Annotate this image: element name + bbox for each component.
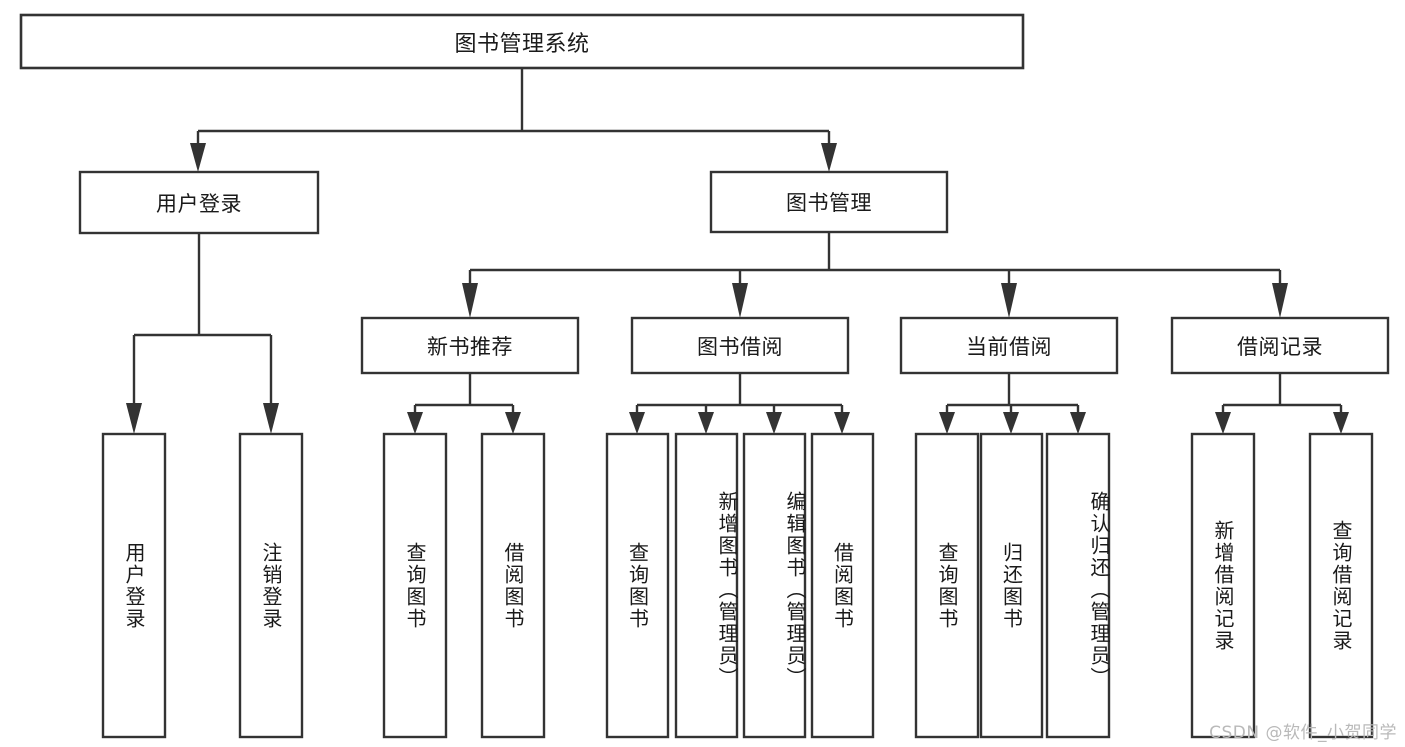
- arrow-head-to-borrow-record: [1272, 283, 1288, 318]
- arrow-head-current-borrow-leaf-3: [1070, 412, 1086, 434]
- arrow-head-book-borrow-leaf-2: [698, 412, 714, 434]
- node-box-leaf-new-book-1[interactable]: [480, 432, 546, 739]
- arrow-head-to-user-login: [190, 143, 206, 172]
- node-box-leaf-book-borrow-3[interactable]: [810, 432, 875, 739]
- node-box-leaf-user-login-0[interactable]: [101, 432, 167, 739]
- node-box-root[interactable]: [19, 13, 1025, 70]
- arrow-head-book-borrow-leaf-3: [766, 412, 782, 434]
- arrow-head-to-new-book: [462, 283, 478, 318]
- node-box-book-manage[interactable]: [709, 170, 949, 234]
- node-box-leaf-borrow-record-1[interactable]: [1308, 432, 1374, 739]
- node-box-leaf-borrow-record-0[interactable]: [1190, 432, 1256, 739]
- node-box-current-borrow[interactable]: [899, 316, 1119, 375]
- node-box-leaf-current-borrow-2[interactable]: [1045, 432, 1111, 739]
- arrow-head-new-book-leaf-2: [505, 412, 521, 434]
- arrow-head-borrow-record-leaf-2: [1333, 412, 1349, 434]
- node-box-leaf-new-book-0[interactable]: [382, 432, 448, 739]
- arrow-head-book-borrow-leaf-4: [834, 412, 850, 434]
- arrow-head-to-book-manage: [821, 143, 837, 172]
- arrow-head-borrow-record-leaf-1: [1215, 412, 1231, 434]
- node-box-leaf-current-borrow-0[interactable]: [914, 432, 980, 739]
- node-box-user-login[interactable]: [78, 170, 320, 235]
- node-box-borrow-record[interactable]: [1170, 316, 1390, 375]
- arrow-head-user-login-leaf-1: [126, 403, 142, 434]
- node-box-book-borrow[interactable]: [630, 316, 850, 375]
- arrow-head-current-borrow-leaf-1: [939, 412, 955, 434]
- arrow-head-new-book-leaf-1: [407, 412, 423, 434]
- node-box-leaf-user-login-1[interactable]: [238, 432, 304, 739]
- node-box-leaf-book-borrow-0[interactable]: [605, 432, 670, 739]
- arrow-head-current-borrow-leaf-2: [1003, 412, 1019, 434]
- node-box-leaf-book-borrow-1[interactable]: [674, 432, 739, 739]
- arrow-head-to-current-borrow: [1001, 283, 1017, 318]
- node-box-leaf-current-borrow-1[interactable]: [979, 432, 1044, 739]
- arrow-head-user-login-leaf-2: [263, 403, 279, 434]
- node-box-new-book-recommend[interactable]: [360, 316, 580, 375]
- arrow-head-book-borrow-leaf-1: [629, 412, 645, 434]
- arrow-head-to-book-borrow: [732, 283, 748, 318]
- node-box-leaf-book-borrow-2[interactable]: [742, 432, 807, 739]
